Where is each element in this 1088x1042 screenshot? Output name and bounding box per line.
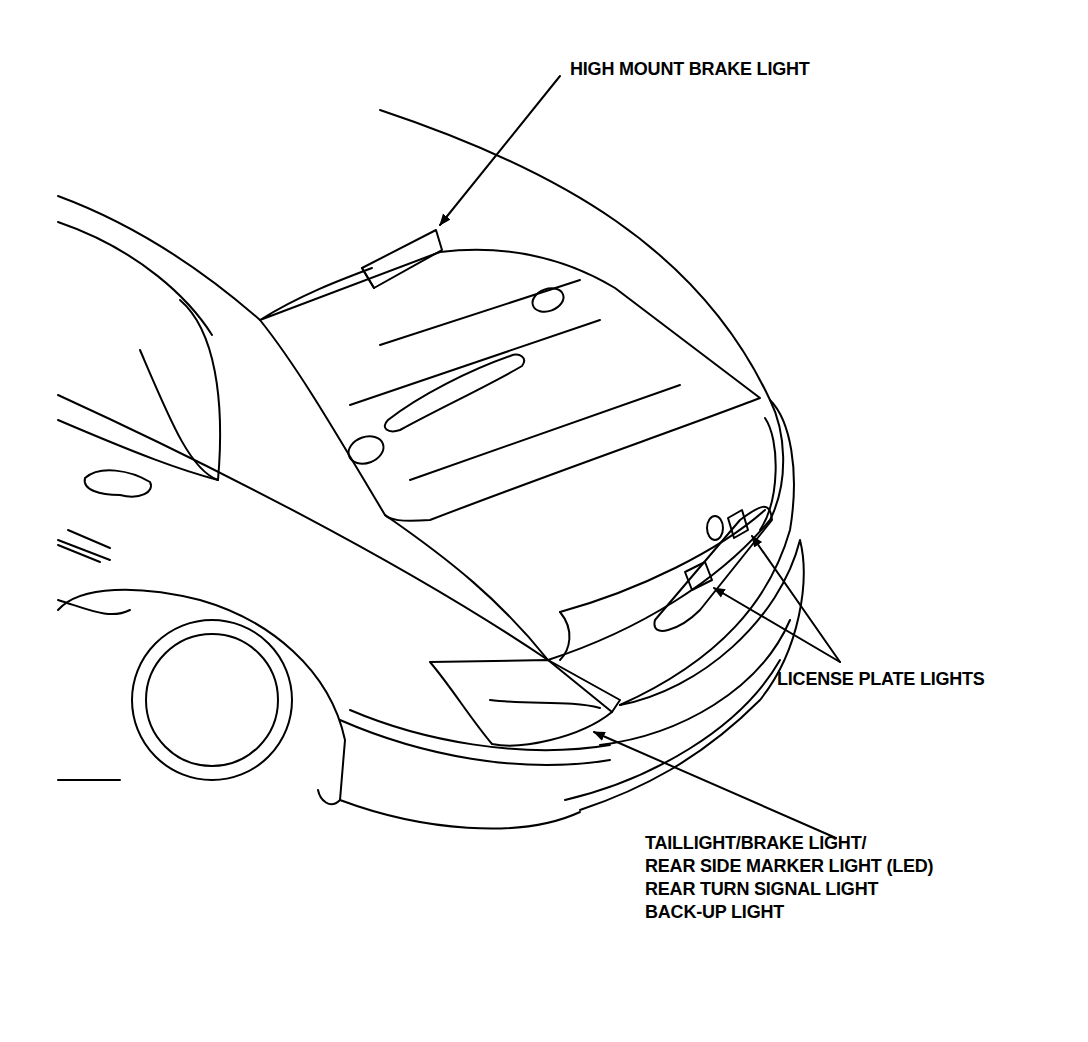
part-label: REAR SIDE MARKER LIGHT (LED) (645, 855, 933, 877)
part-label: HIGH MOUNT BRAKE LIGHT (570, 58, 810, 80)
part-label: TAILLIGHT/BRAKE LIGHT/ (645, 832, 866, 854)
part-label: BACK-UP LIGHT (645, 901, 784, 923)
part-label: LICENSE PLATE LIGHTS (777, 668, 985, 690)
part-label: REAR TURN SIGNAL LIGHT (645, 878, 878, 900)
